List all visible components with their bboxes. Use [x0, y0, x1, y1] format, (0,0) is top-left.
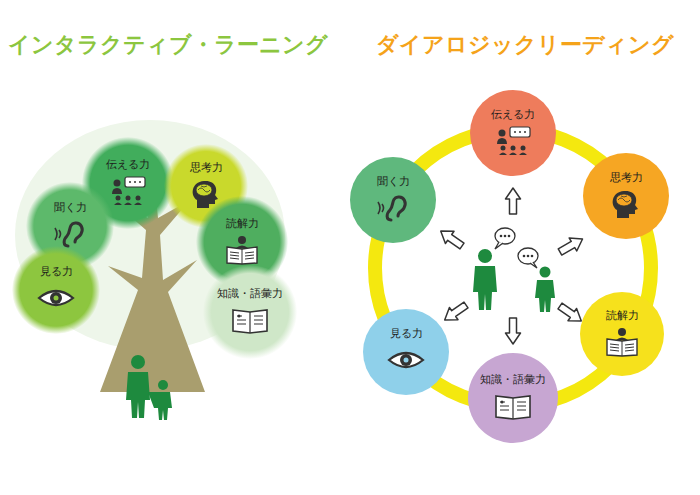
skill-label: 伝える力: [470, 108, 556, 121]
diagram-heading: ダイアロジックリーディング: [376, 32, 674, 58]
dialog-figures: [473, 249, 555, 312]
skill-label: 見る力: [12, 265, 100, 278]
parent-child-figure: [126, 355, 172, 420]
speech-bubbles: [495, 228, 538, 268]
skill-label: 見る力: [363, 327, 449, 340]
skill-label: 思考力: [583, 171, 669, 184]
eye-icon: [36, 283, 76, 313]
skill-circle: 知識・語彙力: [468, 353, 558, 443]
skill-label: 聞く力: [350, 175, 436, 188]
skill-circle: 見る力: [12, 246, 100, 334]
speak-icon: [493, 126, 533, 156]
skill-circle: 見る力: [363, 309, 449, 395]
read-icon: [602, 327, 642, 357]
speak-icon: [108, 176, 148, 206]
read-icon: [222, 235, 262, 265]
book-icon: [230, 305, 270, 335]
skill-circle: 伝える力: [470, 90, 556, 176]
skill-label: 知識・語彙力: [203, 287, 297, 300]
eye-icon: [386, 345, 426, 375]
ear-icon: [373, 193, 413, 223]
skill-circle: 聞く力: [350, 157, 436, 243]
skill-label: 知識・語彙力: [468, 373, 558, 386]
speech-dots: [500, 235, 534, 258]
skill-label: 思考力: [164, 161, 248, 174]
skill-circle: 読解力: [580, 292, 664, 376]
skill-label: 読解力: [196, 217, 288, 230]
skill-circle: 思考力: [583, 153, 669, 239]
book-icon: [493, 391, 533, 421]
diagram-title: インタラクティブ・ラーニング: [8, 32, 328, 58]
think-icon: [606, 189, 646, 219]
skill-label: 読解力: [580, 309, 664, 322]
ear-icon: [50, 219, 90, 249]
direction-arrows: [436, 188, 586, 344]
skill-circle: 知識・語彙力: [203, 265, 297, 359]
skill-label: 聞く力: [26, 201, 114, 214]
skill-label: 伝える力: [82, 158, 174, 171]
